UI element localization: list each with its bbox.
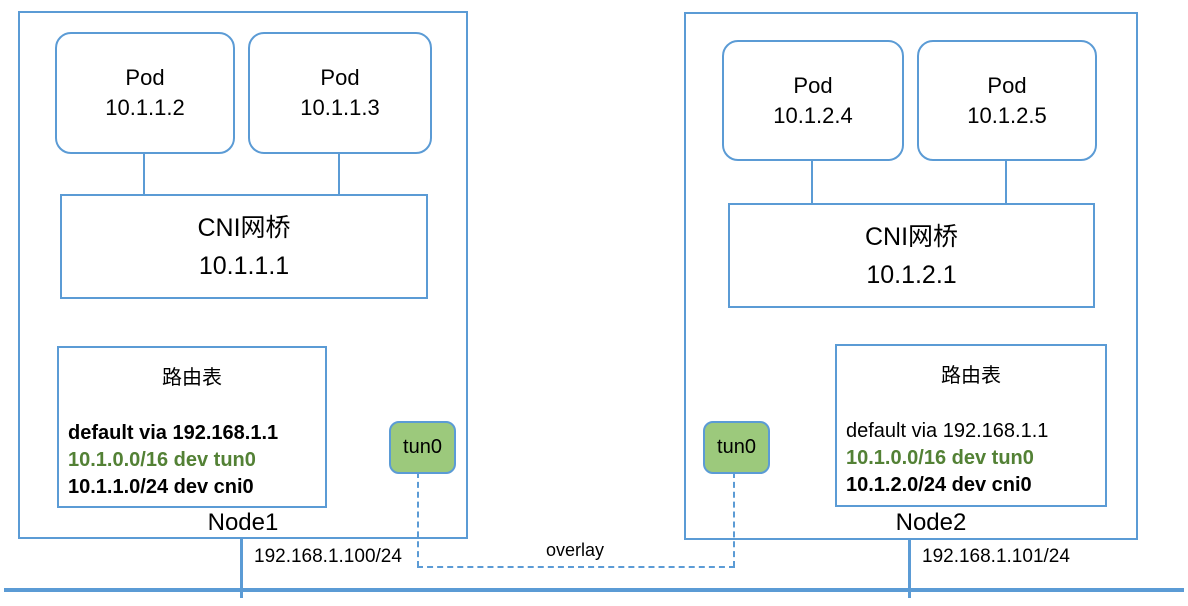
node2-host-ip-label: 192.168.1.101/24 <box>922 546 1070 567</box>
cni-bridge-ip: 10.1.2.1 <box>866 260 957 289</box>
pod1-to-bridge-connector <box>143 154 145 194</box>
route-entry-default: default via 192.168.1.1 <box>846 420 1049 442</box>
pod2-to-bridge-connector <box>1005 161 1007 203</box>
node2-cni-bridge-box: CNI网桥 10.1.2.1 <box>728 203 1095 308</box>
route-table-title: 路由表 <box>162 367 222 389</box>
node1-tun0-box: tun0 <box>389 421 456 474</box>
node1-cni-bridge-box: CNI网桥 10.1.1.1 <box>60 194 428 299</box>
node2-label: Node2 <box>895 509 967 536</box>
route-entry-cni: 10.1.2.0/24 dev cni0 <box>846 474 1032 496</box>
node2-pod2-box: Pod 10.1.2.5 <box>917 40 1097 161</box>
pod-title: Pod <box>793 72 833 98</box>
route-table-entries: default via 192.168.1.1 10.1.0.0/16 dev … <box>68 420 278 501</box>
overlay-tunnel-line <box>417 566 735 568</box>
pod-ip: 10.1.1.3 <box>300 95 380 120</box>
pod2-to-bridge-connector <box>338 154 340 194</box>
route-entry-overlay: 10.1.0.0/16 dev tun0 <box>68 449 256 471</box>
pod-title: Pod <box>320 65 360 90</box>
route-table-entries: default via 192.168.1.1 10.1.0.0/16 dev … <box>846 418 1048 499</box>
tun0-label: tun0 <box>717 436 756 458</box>
route-entry-cni: 10.1.1.0/24 dev cni0 <box>68 476 254 498</box>
route-table-title: 路由表 <box>941 365 1001 387</box>
node1-to-network-connector <box>240 539 243 598</box>
node2-tun0-box: tun0 <box>703 421 770 474</box>
node2-tun0-overlay-line <box>733 472 735 567</box>
node2-pod1-box: Pod 10.1.2.4 <box>722 40 904 161</box>
route-entry-overlay: 10.1.0.0/16 dev tun0 <box>846 447 1034 469</box>
pod-title: Pod <box>987 72 1027 98</box>
cni-bridge-ip: 10.1.1.1 <box>198 251 290 280</box>
pod-ip: 10.1.2.4 <box>773 102 853 128</box>
node1-label: Node1 <box>207 509 279 536</box>
tun0-label: tun0 <box>403 436 442 458</box>
node1-route-table-box: 路由表 default via 192.168.1.1 10.1.0.0/16 … <box>57 346 327 508</box>
node2-box: Pod 10.1.2.4 Pod 10.1.2.5 CNI网桥 10.1.2.1… <box>684 12 1138 540</box>
pod-ip: 10.1.1.2 <box>105 95 185 120</box>
node1-pod2-box: Pod 10.1.1.3 <box>248 32 432 154</box>
physical-network-line <box>4 588 1184 592</box>
node1-host-ip-label: 192.168.1.100/24 <box>254 546 402 567</box>
cni-bridge-title: CNI网桥 <box>197 213 291 242</box>
route-entry-default: default via 192.168.1.1 <box>68 422 279 444</box>
cni-bridge-title: CNI网桥 <box>864 222 959 251</box>
node1-pod1-box: Pod 10.1.1.2 <box>55 32 235 154</box>
node2-route-table-box: 路由表 default via 192.168.1.1 10.1.0.0/16 … <box>835 344 1107 507</box>
node1-box: Pod 10.1.1.2 Pod 10.1.1.3 CNI网桥 10.1.1.1… <box>18 11 468 539</box>
pod-ip: 10.1.2.5 <box>967 102 1047 128</box>
node1-tun0-overlay-line <box>417 472 419 567</box>
overlay-label: overlay <box>545 540 605 560</box>
pod1-to-bridge-connector <box>811 161 813 203</box>
node2-to-network-connector <box>908 540 911 598</box>
pod-title: Pod <box>125 65 165 90</box>
